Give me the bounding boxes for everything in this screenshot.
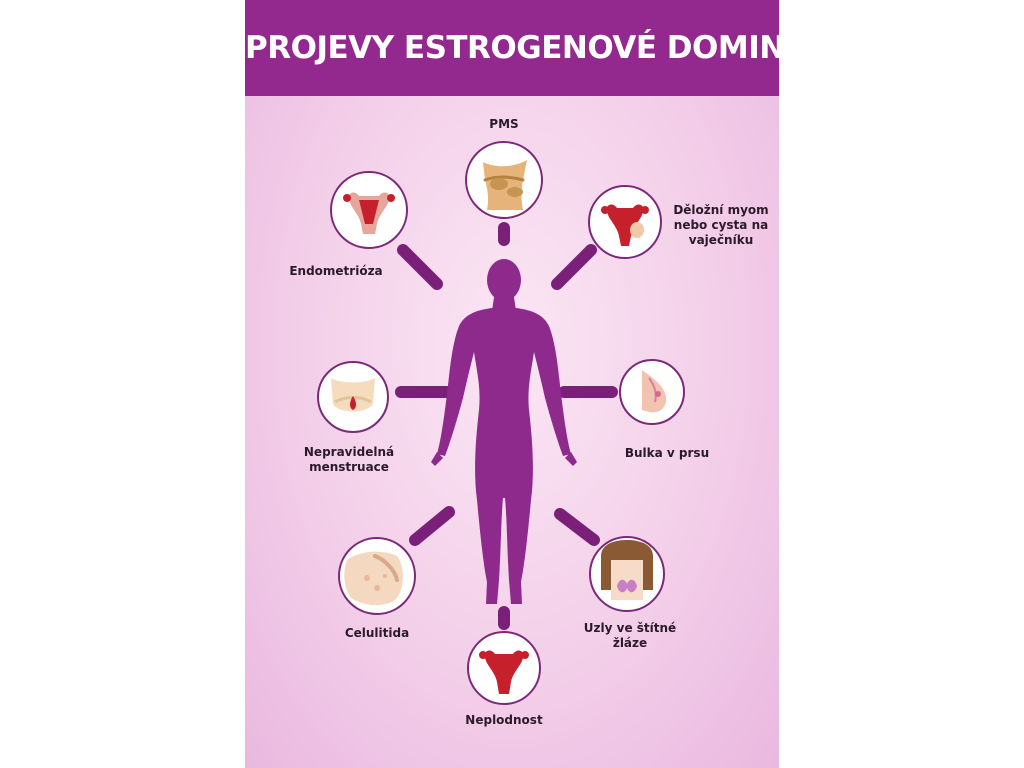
female-silhouette-icon	[431, 259, 577, 604]
label-stitna: Uzly ve štítné žláze	[583, 621, 677, 650]
label-celulitida: Celulitida	[344, 626, 410, 640]
label-pms: PMS	[489, 117, 519, 131]
label-endometrioza: Endometrióza	[289, 264, 383, 278]
connector-endometrioza	[397, 244, 443, 290]
thyroid-icon	[589, 536, 665, 612]
endometriosis-icon	[330, 171, 408, 249]
title-banner: PROJEVY ESTROGENOVÉ DOMINANCE	[245, 0, 779, 96]
label-neplodnost: Neplodnost	[465, 713, 543, 727]
menstruation-icon	[317, 361, 389, 433]
breast-lump-icon	[619, 359, 685, 425]
uterus-icon	[467, 631, 541, 705]
label-menstruace: Nepravidelná menstruace	[303, 445, 395, 474]
label-myom: Děložní myom nebo cysta na vaječníku	[673, 203, 769, 247]
connector-myom	[551, 244, 597, 290]
poster-title: PROJEVY ESTROGENOVÉ DOMINANCE	[245, 30, 779, 66]
abdomen-pain-icon	[465, 141, 543, 219]
cellulite-icon	[338, 537, 416, 615]
infographic-poster: PROJEVY ESTROGENOVÉ DOMINANCE	[245, 0, 779, 768]
uterus-fibroid-icon	[588, 185, 662, 259]
connector-celulitida	[409, 506, 455, 546]
label-bulka: Bulka v prsu	[624, 446, 710, 460]
connector-stitna	[554, 508, 600, 546]
diagram-canvas	[317, 141, 685, 705]
